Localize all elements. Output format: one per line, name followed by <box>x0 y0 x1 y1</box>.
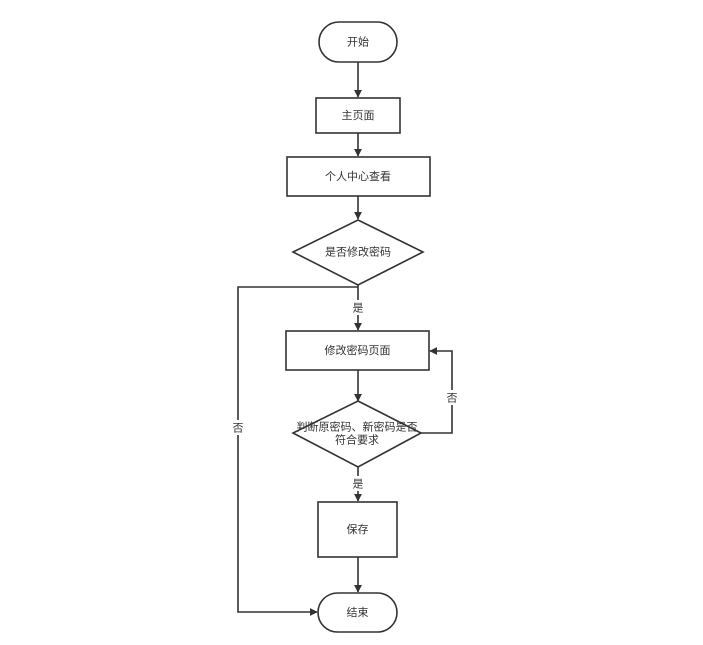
node-validate-decision-line1: 判断原密码、新密码是否 <box>297 420 418 434</box>
node-change-password-decision-label: 是否修改密码 <box>325 245 391 259</box>
edge-label-decision2-no-text: 否 <box>447 392 458 405</box>
node-end: 结束 <box>317 592 398 633</box>
node-save-label: 保存 <box>347 522 369 536</box>
node-change-password-page-label: 修改密码页面 <box>325 343 391 357</box>
node-validate-decision-line2: 符合要求 <box>335 433 379 447</box>
node-personal-center: 个人中心查看 <box>286 156 431 197</box>
node-main-page-label: 主页面 <box>342 109 375 122</box>
edge-label-decision1-yes-text: 是 <box>353 302 364 315</box>
edge-label-decision2-yes: 是 <box>351 476 365 491</box>
edge-label-decision1-no-text: 否 <box>233 422 244 435</box>
edge-label-decision1-no: 否 <box>231 420 245 435</box>
node-start-label: 开始 <box>347 35 369 49</box>
node-change-password-decision: 是否修改密码 <box>291 219 425 286</box>
node-validate-decision: 判断原密码、新密码是否 符合要求 <box>291 400 423 468</box>
node-change-password-page: 修改密码页面 <box>285 330 430 371</box>
node-main-page: 主页面 <box>315 97 401 134</box>
edge-decision1-no <box>237 286 358 616</box>
node-save: 保存 <box>317 501 398 558</box>
edge-label-decision2-yes-text: 是 <box>353 478 364 491</box>
node-personal-center-label: 个人中心查看 <box>325 169 391 183</box>
edge-label-decision1-yes: 是 <box>351 300 365 315</box>
node-start: 开始 <box>318 21 398 63</box>
node-end-label: 结束 <box>347 606 369 619</box>
edge-label-decision2-no: 否 <box>445 390 459 405</box>
